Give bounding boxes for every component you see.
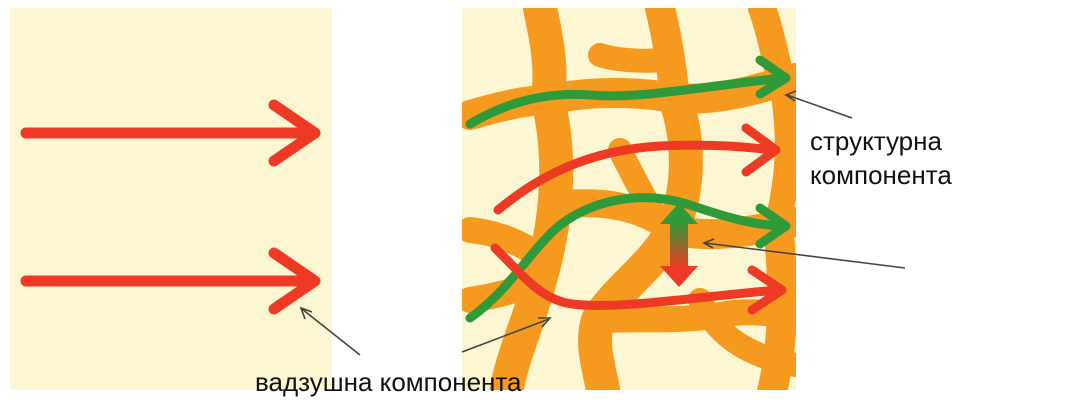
left-panel xyxy=(10,8,332,390)
structural-component-label: структурна компонента xyxy=(810,124,952,192)
pointer-structural xyxy=(787,95,852,118)
structural-label-line1: структурна xyxy=(810,124,952,158)
air-component-label: вадзушна компонента xyxy=(255,365,521,399)
structural-label-line2: компонента xyxy=(810,158,952,192)
